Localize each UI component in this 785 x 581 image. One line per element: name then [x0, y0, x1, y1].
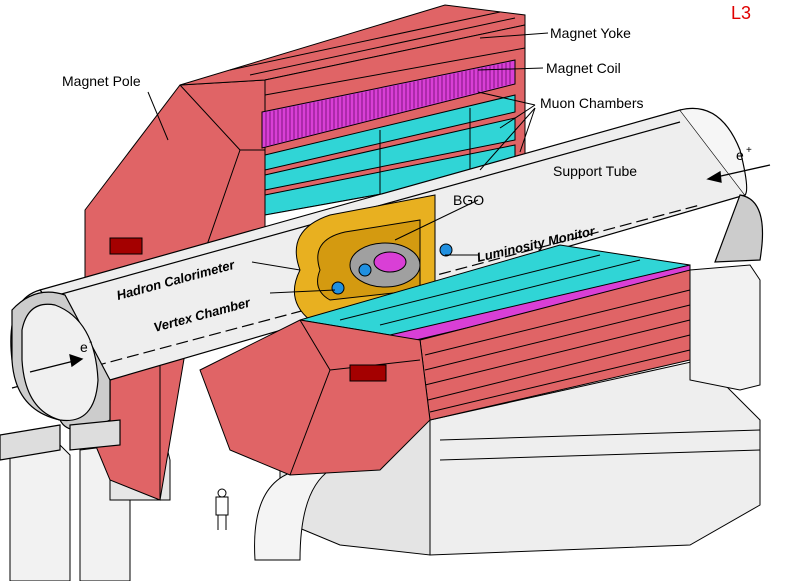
- label-magnet-pole: Magnet Pole: [62, 73, 141, 89]
- beam-arrows: [29, 164, 771, 373]
- svg-text:+: +: [746, 145, 752, 156]
- magnet-coil: [261, 59, 516, 149]
- svg-text:e: e: [80, 339, 88, 355]
- svg-text:-: -: [89, 337, 92, 348]
- label-bgo: BGO: [453, 192, 484, 208]
- leader-lines: [147, 32, 549, 294]
- label-e-plus: e +: [736, 145, 752, 163]
- left-end-ring: [0, 291, 121, 461]
- label-e-minus: e -: [80, 337, 92, 355]
- magnet-pole-front: [199, 319, 431, 476]
- svg-text:e: e: [736, 147, 744, 163]
- label-magnet-coil: Magnet Coil: [546, 60, 621, 76]
- right-end-ring: [714, 194, 764, 263]
- diagram-title: L3: [731, 3, 751, 23]
- person-figure: [215, 488, 229, 530]
- label-support-tube: Support Tube: [553, 163, 637, 179]
- label-magnet-yoke: Magnet Yoke: [550, 25, 631, 41]
- label-muon-chambers: Muon Chambers: [540, 95, 644, 111]
- inner-detector: [293, 194, 453, 321]
- magnet-yoke-front: [419, 269, 691, 421]
